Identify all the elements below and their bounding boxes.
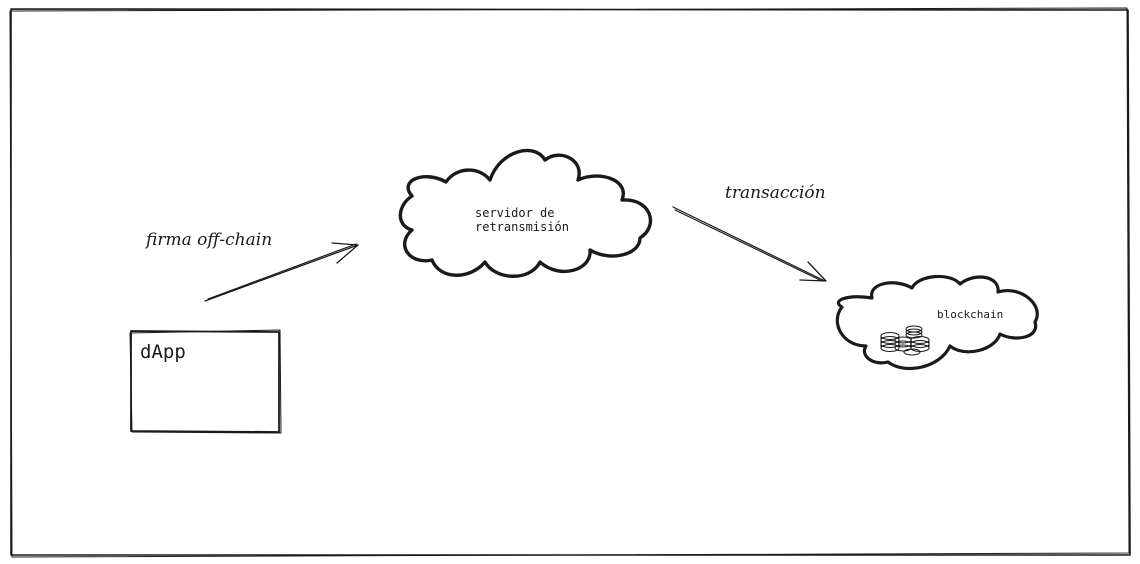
offchain-arrow-label: firma off-chain — [144, 230, 272, 250]
relay-server-node: servidor de retransmisión — [398, 148, 653, 278]
blockchain-label: blockchain — [937, 308, 1003, 321]
transaction-arrow-label: transacción — [725, 183, 826, 203]
relay-server-label-line1: servidor de — [475, 206, 554, 220]
relay-server-label-line2: retransmisión — [475, 220, 569, 234]
transaction-arrow — [672, 206, 827, 282]
offchain-arrow — [204, 242, 359, 302]
dapp-label: dApp — [140, 341, 186, 363]
dapp-node: dApp — [129, 329, 282, 434]
blockchain-node: blockchain — [835, 274, 1039, 371]
outer-frame — [9, 7, 1131, 558]
coin-stack-icon — [880, 325, 930, 356]
